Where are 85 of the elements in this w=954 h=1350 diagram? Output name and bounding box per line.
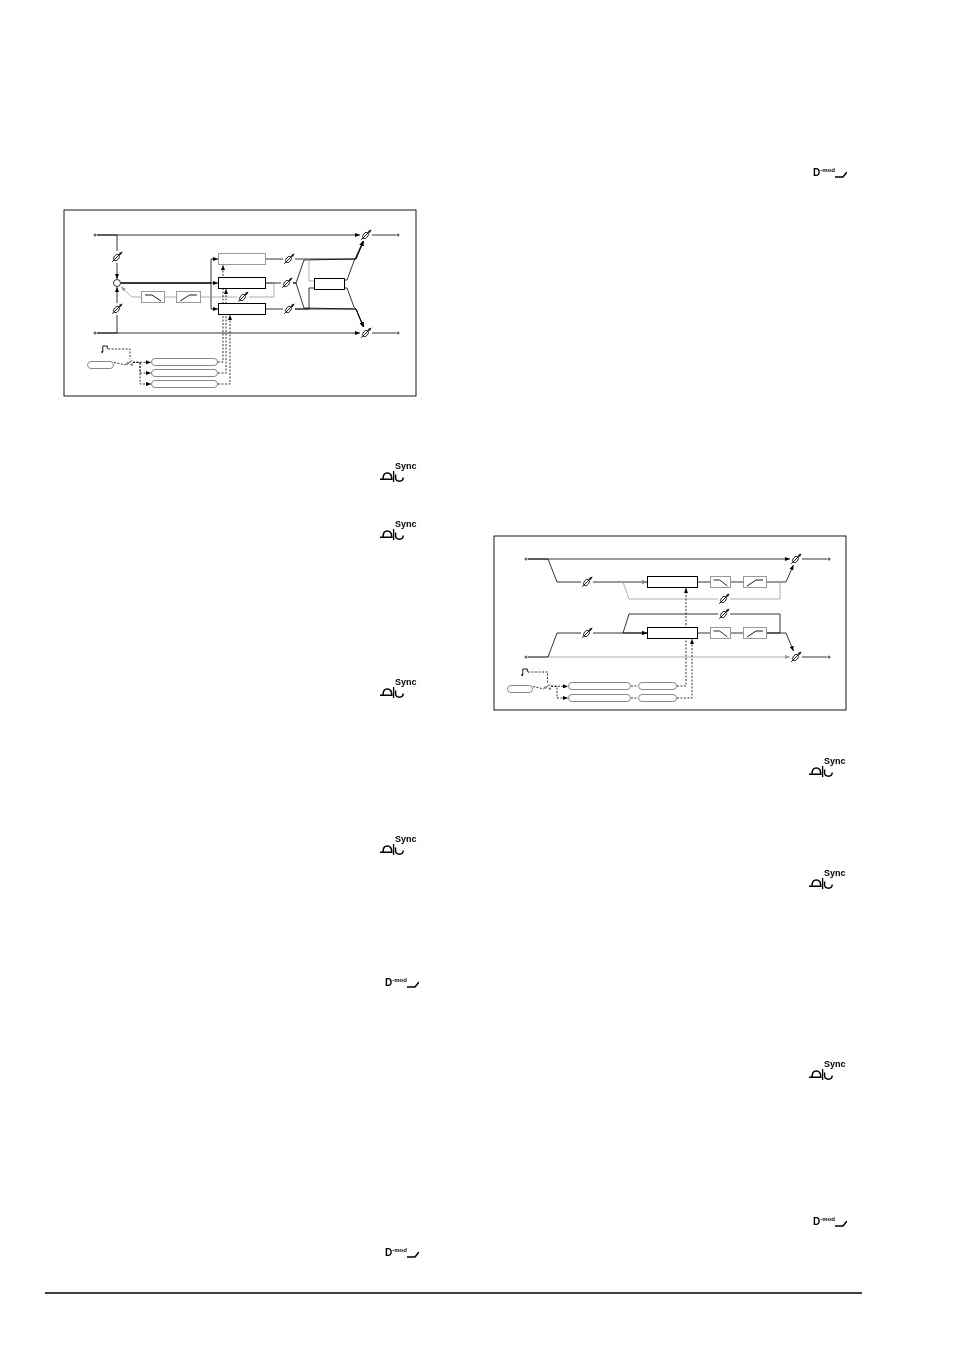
gain-knob-icon <box>111 303 123 315</box>
gain-knob-icon <box>790 553 802 565</box>
filter-box <box>176 291 201 303</box>
note-icon <box>521 668 528 676</box>
rounded-bar <box>87 361 114 369</box>
process-box <box>314 278 345 290</box>
terminal-dot <box>396 331 400 335</box>
gain-knob-icon <box>360 327 372 339</box>
connector-line <box>294 287 315 310</box>
filter-box <box>710 576 731 588</box>
connector-line <box>729 581 781 600</box>
terminal-dot <box>827 655 831 659</box>
gain-knob-icon <box>283 253 295 265</box>
connector-line <box>265 258 284 260</box>
gain-knob-icon <box>581 576 593 588</box>
connector-line <box>265 308 284 310</box>
terminal-dot <box>396 233 400 237</box>
terminal-dot <box>524 655 528 659</box>
sync-label: Sync <box>395 835 417 844</box>
connector-line <box>801 558 828 560</box>
process-box <box>647 576 698 588</box>
mixer-circle <box>113 279 121 287</box>
filter-box <box>743 627 767 639</box>
connector-line <box>200 296 238 298</box>
gain-knob-icon <box>790 651 802 663</box>
connector-line <box>729 613 781 634</box>
connector-line <box>527 632 582 658</box>
dashed-line <box>532 686 545 690</box>
filter-box <box>141 291 165 303</box>
gain-knob-icon <box>281 277 293 289</box>
rounded-bar <box>638 694 677 702</box>
connector-line <box>801 656 828 658</box>
rounded-bar <box>151 358 218 366</box>
process-box <box>647 627 698 639</box>
connector-line <box>265 282 282 284</box>
rounded-bar <box>568 694 631 702</box>
process-box <box>218 277 266 289</box>
sync-label: Sync <box>395 462 417 471</box>
rounded-bar <box>638 682 677 690</box>
connector-line <box>730 632 744 634</box>
rounded-bar <box>151 369 218 377</box>
process-box <box>218 303 266 315</box>
switch-icon <box>126 359 133 366</box>
terminal-dot <box>524 557 528 561</box>
filter-box <box>710 627 731 639</box>
connector-line <box>527 558 582 583</box>
dashed-line <box>630 697 639 699</box>
connector-line <box>371 332 397 334</box>
dashed-line <box>630 685 639 687</box>
terminal-dot <box>827 557 831 561</box>
sync-label: Sync <box>824 757 846 766</box>
dmod-label: D$^{-mod}$ <box>813 1217 835 1227</box>
sync-label: Sync <box>824 1060 846 1069</box>
connector-line <box>96 234 118 252</box>
switch-icon <box>544 683 551 690</box>
sync-label: Sync <box>824 869 846 878</box>
gain-knob-icon <box>111 251 123 263</box>
connector-line <box>697 581 711 583</box>
filter-box <box>743 576 767 588</box>
connector-line <box>96 314 118 334</box>
rounded-bar <box>507 685 533 693</box>
gain-knob-icon <box>581 627 593 639</box>
dashed-line <box>113 362 127 366</box>
note-icon <box>101 345 108 353</box>
sync-label: Sync <box>395 520 417 529</box>
connector-line <box>164 296 177 298</box>
connector-line <box>697 632 711 634</box>
gain-knob-icon <box>237 291 249 303</box>
dashed-line <box>527 671 548 684</box>
gain-knob-icon <box>360 229 372 241</box>
gain-knob-icon <box>718 593 730 605</box>
connector-line <box>730 581 744 583</box>
dmod-label: D$^{-mod}$ <box>385 1248 407 1258</box>
dmod-label: D$^{-mod}$ <box>385 978 407 988</box>
process-box <box>218 253 266 265</box>
terminal-dot <box>93 331 97 335</box>
rounded-bar <box>151 380 218 388</box>
dmod-label: D$^{-mod}$ <box>813 168 835 178</box>
rounded-bar <box>568 682 631 690</box>
terminal-dot <box>93 233 97 237</box>
dashed-line <box>107 348 131 360</box>
sync-label: Sync <box>395 678 417 687</box>
gain-knob-icon <box>283 303 295 315</box>
gain-knob-icon <box>718 608 730 620</box>
connector-line <box>371 234 397 236</box>
